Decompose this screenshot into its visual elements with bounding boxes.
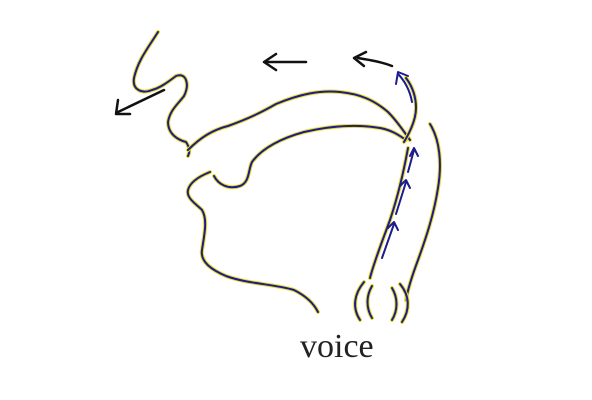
vocal-fold-vibration [353,280,410,324]
velum-curve [402,76,418,144]
tongue-line [212,123,408,190]
nostril-exit-arrow [114,88,166,116]
palate-line [186,89,412,152]
nasal-airflow-arrows [262,50,413,103]
chin-profile [185,170,320,314]
voice-label: voice [300,328,374,365]
pharynx-front-wall [368,146,410,280]
upward-airflow-arrows [381,147,419,259]
pharynx-back-wall [404,122,442,302]
nose-profile [131,30,192,158]
